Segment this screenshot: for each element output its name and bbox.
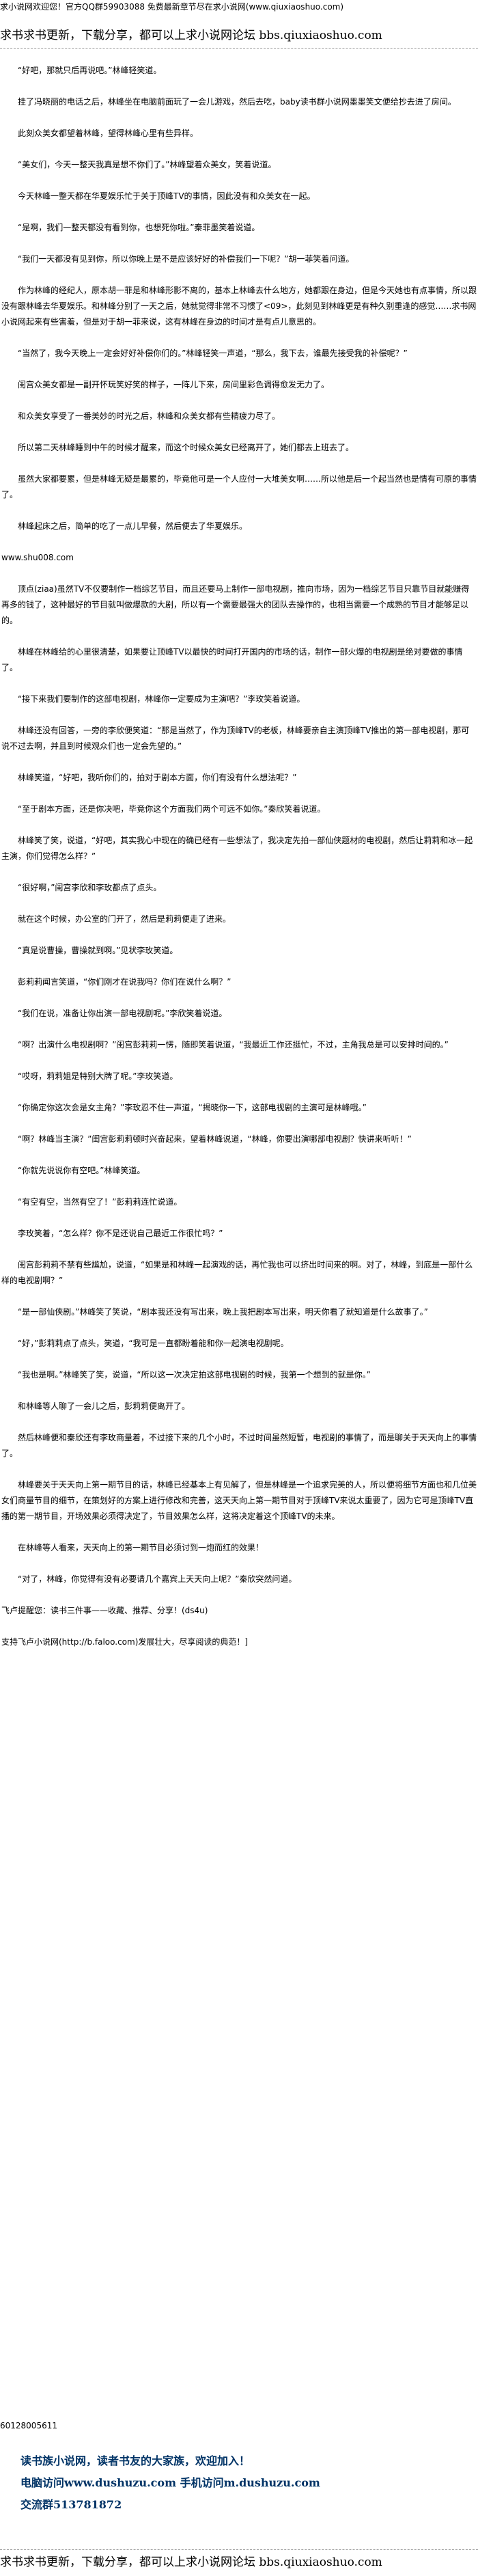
chapter-content: “好吧，那就只后再说吧。”林峰轻笑道。 挂了冯晓丽的电话之后，林峰坐在电脑前面玩…: [0, 63, 478, 1666]
paragraph: 李玫笑着，“怎么样？你不是还说自己最近工作很忙吗？”: [18, 1229, 223, 1238]
paragraph: “真是说曹操，曹操就到啊。”见状李玫笑道。: [18, 946, 178, 955]
paragraph: “是一部仙侠剧。”林峰笑了笑说，“剧本我还没有写出来，晚上我把剧本写出来，明天你…: [18, 1307, 428, 1317]
paragraph: 在林峰等人看来，天天向上的第一期节目必须讨到一炮而红的效果！: [18, 1543, 264, 1552]
paragraph: “我也是啊。”林峰笑了笑，说道，“所以这一次决定拍这部电视剧的时候，我第一个想到…: [18, 1370, 371, 1380]
paragraph: 顶点(ziaa)虽然TV不仅要制作一档综艺节目，而且还要马上制作一部电视剧，推向…: [1, 584, 470, 625]
paragraph: “接下来我们要制作的这部电视剧，林峰你一定要成为主演吧？”李玫笑着说道。: [18, 694, 305, 704]
divider: [0, 2549, 478, 2550]
watermark-line: www.shu008.com: [1, 553, 74, 562]
paragraph: 林峰要关于天天向上第一期节目的话，林峰已经基本上有见解了，但是林峰是一个追求完美…: [1, 1480, 477, 1521]
footer-id-line: 60128005611: [0, 2421, 57, 2430]
forum-banner-bottom[interactable]: 求书求书更新，下载分享，都可以上求小说网论坛 bbs.qiuxiaoshuo.c…: [0, 2556, 382, 2569]
paragraph: 林峰笑道，“好吧，我听你们的，拍对于剧本方面，你们有没有什么想法呢？”: [18, 773, 297, 782]
ad-line-visit[interactable]: 电脑访问www.dushuzu.com 手机访问m.dushuzu.com: [20, 2476, 320, 2489]
paragraph: 所以第二天林峰睡到中午的时候才醒来，而这个时候众美女已经离开了，她们都去上班去了…: [18, 443, 354, 452]
ad-line-group: 交流群513781872: [20, 2498, 122, 2511]
paragraph: 林峰在林峰给的心里很清楚，如果要让顶峰TV以最快的时间打开国内的市场的话，制作一…: [1, 647, 463, 672]
paragraph: “对了，林峰，你觉得有没有必要请几个嘉宾上天天向上呢？”秦欣突然问道。: [18, 1574, 297, 1584]
paragraph: “很好啊，”闺宫李欣和李玫都点了点头。: [18, 883, 162, 892]
paragraph: “哎呀，莉莉姐是特别大牌了呢。”李玫笑道。: [18, 1071, 178, 1081]
paragraph: 闺宫众美女都是一副开怀玩笑好笑的样子，一阵儿下来，房间里彩色调得愈发无力了。: [18, 380, 330, 389]
paragraph: “你就先说说你有空吧。”林峰笑道。: [18, 1166, 145, 1175]
paragraph: 林峰笑了笑，说道，“好吧，其实我心中现在的确已经有一些想法了，我决定先拍一部仙侠…: [1, 836, 473, 861]
paragraph: 和众美女享受了一番美妙的时光之后，林峰和众美女都有些精疲力尽了。: [18, 411, 281, 421]
support-line[interactable]: 支持飞卢小说网(http://b.faloo.com)发展壮大，尽享阅读的典范！…: [1, 1637, 249, 1647]
paragraph: “是啊，我们一整天都没有看到你，也想死你啦。”秦菲墨笑着说道。: [18, 223, 260, 232]
paragraph: “当然了，我今天晚上一定会好好补偿你们的。”林峰轻笑一声道，“那么，我下去，谁最…: [18, 348, 408, 358]
paragraph: 挂了冯晓丽的电话之后，林峰坐在电脑前面玩了一会儿游戏，然后去吃，baby读书群小…: [18, 97, 456, 107]
paragraph: “好吧，那就只后再说吧。”林峰轻笑道。: [18, 66, 162, 75]
paragraph: 林峰起床之后，简单的吃了一点儿早餐，然后便去了华夏娱乐。: [18, 521, 248, 531]
divider: [0, 48, 478, 49]
paragraph: 作为林峰的经纪人，原本胡一菲是和林峰形影不离的，基本上林峰去什么地方，她都跟在身…: [1, 286, 477, 327]
forum-banner-top[interactable]: 求书求书更新，下载分享，都可以上求小说网论坛 bbs.qiuxiaoshuo.c…: [0, 29, 382, 42]
paragraph: “我们一天都没有见到你，所以你晚上是不是应该好好的补偿我们一下呢？”胡一菲笑着问…: [18, 254, 354, 264]
paragraph: “啊？出演什么电视剧啊？”闺宫彭莉莉一愣，随即笑着说道，“我最近工作还挺忙，不过…: [18, 1040, 449, 1050]
paragraph: “我们在说，准备让你出演一部电视剧呢。”李欣笑着说道。: [18, 1009, 227, 1018]
paragraph: 彭莉莉闻言笑道，“你们刚才在说我吗？你们在说什么啊？”: [18, 977, 231, 987]
paragraph: 然后林峰便和秦欣还有李玫商量着，不过接下来的几个小时，不过时间虽然短暂，电视剧的…: [1, 1433, 477, 1458]
paragraph: 闺宫彭莉莉不禁有些尴尬，说道，“如果是和林峰一起演戏的话，再忙我也可以挤出时间来…: [1, 1260, 473, 1285]
paragraph: “你确定你这次会是女主角？”李玫忍不住一声道，“揭晓你一下，这部电视剧的主演可是…: [18, 1103, 367, 1112]
paragraph: “美女们，今天一整天我真是想不你们了。”林峰望着众美女，笑着说道。: [18, 160, 277, 169]
paragraph: “至于剧本方面，还是你决吧，毕竟你这个方面我们两个可远不如你。”秦欣笑着说道。: [18, 804, 326, 814]
paragraph: “好，”彭莉莉点了点头，笑道，“我可是一直都盼着能和你一起演电视剧呢。: [18, 1339, 289, 1348]
ad-line-welcome: 读书族小说网，读者书友的大家族，欢迎加入！: [20, 2454, 251, 2467]
paragraph: 林峰还没有回答，一旁的李欣便笑道：“那是当然了，作为顶峰TV的老板，林峰要亲自主…: [1, 726, 470, 751]
paragraph: “有空有空，当然有空了！”彭莉莉连忙说道。: [18, 1197, 182, 1207]
paragraph: 就在这个时候，办公室的门开了，然后是莉莉便走了进来。: [18, 914, 231, 924]
paragraph: 今天林峰一整天都在华夏娱乐忙于关于顶峰TV的事情，因此没有和众美女在一起。: [18, 191, 315, 201]
paragraph: 此刻众美女都望着林峰，望得林峰心里有些异样。: [18, 128, 199, 138]
paragraph: “啊？林峰当主演？”闺宫彭莉莉顿时兴奋起来，望着林峰说道，“林峰，你要出演哪部电…: [18, 1134, 412, 1144]
site-ad-block: 读书族小说网，读者书友的大家族，欢迎加入！ 电脑访问www.dushuzu.co…: [20, 2453, 320, 2519]
site-notice: 求小说网欢迎您！官方QQ群59903088 免费最新章节尽在求小说网(www.q…: [0, 2, 344, 12]
paragraph: 虽然大家都要累，但是林峰无疑是最累的，毕竟他可是一个人应付一大堆美女啊……所以他…: [1, 474, 477, 499]
paragraph: 和林峰等人聊了一会儿之后，彭莉莉便离开了。: [18, 1401, 191, 1411]
reminder-line: 飞卢提醒您：读书三件事——收藏、推荐、分享！(ds4u): [1, 1606, 208, 1615]
